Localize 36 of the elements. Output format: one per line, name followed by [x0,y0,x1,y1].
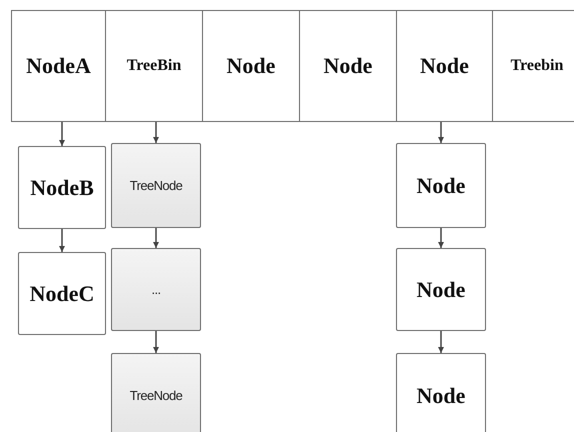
node-label: ... [151,282,161,297]
node-box [105,10,203,122]
node-box [11,10,106,122]
node-label: Node [416,172,466,198]
arrow [153,228,159,248]
node-box [299,10,397,122]
arrow [59,122,65,146]
node-label: TreeNode [130,388,182,403]
arrow [438,122,444,143]
arrow [153,331,159,353]
node-box [396,143,486,228]
node-label: NodeC [30,280,94,306]
node-box [396,248,486,331]
node-label: TreeNode [130,178,182,193]
node-label: NodeB [30,174,94,200]
node-box [202,10,300,122]
node-box [18,252,106,335]
node-label: Node [420,53,469,79]
node-label: Node [226,53,276,79]
node-label: Node [416,276,466,302]
node-label: Node [416,382,466,408]
node-box [111,248,201,331]
node-label: Node [324,53,372,79]
node-box [492,10,574,122]
node-box [18,146,106,229]
node-box [396,353,486,432]
node-label: Treebin [510,57,564,75]
arrow [438,331,444,353]
arrow [59,229,65,252]
arrow [438,228,444,248]
node-box [111,353,201,432]
arrow [153,122,159,143]
node-box [111,143,201,228]
node-label: TreeBin [126,57,182,75]
node-label: NodeA [26,53,91,79]
node-box [396,10,493,122]
